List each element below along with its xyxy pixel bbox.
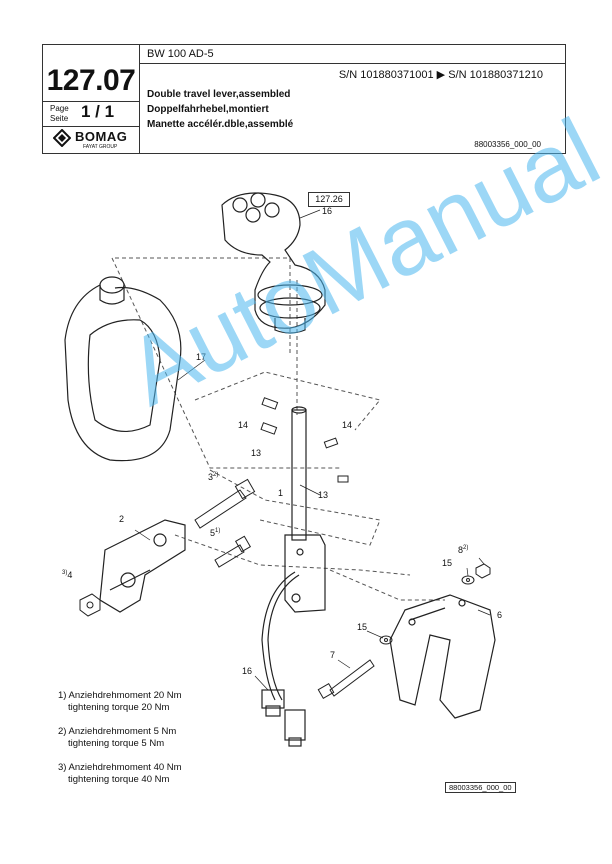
bomag-logo: BOMAG FAYAT GROUP xyxy=(52,128,133,151)
callout-15: 15 xyxy=(442,558,453,568)
torque-notes: 1) Anziehdrehmoment 20 Nm tightening tor… xyxy=(58,690,182,798)
callout-5: 51) xyxy=(210,528,221,538)
callout-16: 16 xyxy=(322,206,333,216)
page-label: Page Seite xyxy=(50,104,69,123)
model-name: BW 100 AD-5 xyxy=(147,48,214,60)
logo-sub: FAYAT GROUP xyxy=(83,144,118,150)
note-item: 1) Anziehdrehmoment 20 Nm tightening tor… xyxy=(58,690,182,713)
diamond-logo-icon xyxy=(52,128,72,148)
drawing-number: 88003356_000_00 xyxy=(474,140,541,149)
callout-13: 13 xyxy=(251,448,262,458)
callout-4: 3)4 xyxy=(62,570,73,580)
logo-word: BOMAG xyxy=(75,129,128,144)
callout-7: 7 xyxy=(330,650,336,660)
divider xyxy=(139,63,565,64)
title-en: Double travel lever,assembled xyxy=(147,89,291,100)
title-fr: Manette accélér.dble,assemblé xyxy=(147,119,294,130)
page-number: 127.07 xyxy=(46,64,136,97)
footer-drawing-number: 88003356_000_00 xyxy=(445,782,516,793)
callout-3: 32) xyxy=(208,472,219,482)
callout-1: 1 xyxy=(278,488,284,498)
callout-6: 6 xyxy=(497,610,503,620)
page-value: 1 / 1 xyxy=(81,102,115,121)
callout-17: 17 xyxy=(196,352,207,362)
header-block: BW 100 AD-5 S/N 101880371001 ▶ S/N 10188… xyxy=(42,44,566,154)
bolt-5 xyxy=(214,535,252,568)
divider xyxy=(43,126,139,127)
callout-14: 14 xyxy=(238,420,249,430)
assembly-lines xyxy=(111,257,445,601)
callout-2: 2 xyxy=(119,514,125,524)
part-titles: Double travel lever,assembled Doppelfahr… xyxy=(147,87,293,132)
rubber-boot xyxy=(64,276,182,462)
callout-8: 82) xyxy=(458,545,469,555)
note-item: 3) Anziehdrehmoment 40 Nm tightening tor… xyxy=(58,762,182,785)
cable-harness xyxy=(261,571,306,747)
divider xyxy=(139,45,140,153)
lever-shaft xyxy=(284,406,326,613)
callout-14: 14 xyxy=(342,420,353,430)
callout-15: 15 xyxy=(357,622,368,632)
ref-box[interactable]: 127.26 xyxy=(308,192,350,207)
screws xyxy=(260,397,349,483)
clamp-part xyxy=(99,519,186,613)
divider xyxy=(43,101,139,102)
joystick-handle xyxy=(221,192,326,334)
callout-13: 13 xyxy=(318,490,329,500)
serial-range: S/N 101880371001 ▶ S/N 101880371210 xyxy=(338,69,543,81)
bracket-part xyxy=(389,594,496,719)
leader-lines xyxy=(134,209,491,691)
bolt-3 xyxy=(194,478,256,529)
note-item: 2) Anziehdrehmoment 5 Nm tightening torq… xyxy=(58,726,177,749)
callout-16: 16 xyxy=(242,666,253,676)
title-de: Doppelfahrhebel,montiert xyxy=(147,104,269,115)
bolt-7 xyxy=(317,659,375,700)
nut-4 xyxy=(79,593,101,617)
